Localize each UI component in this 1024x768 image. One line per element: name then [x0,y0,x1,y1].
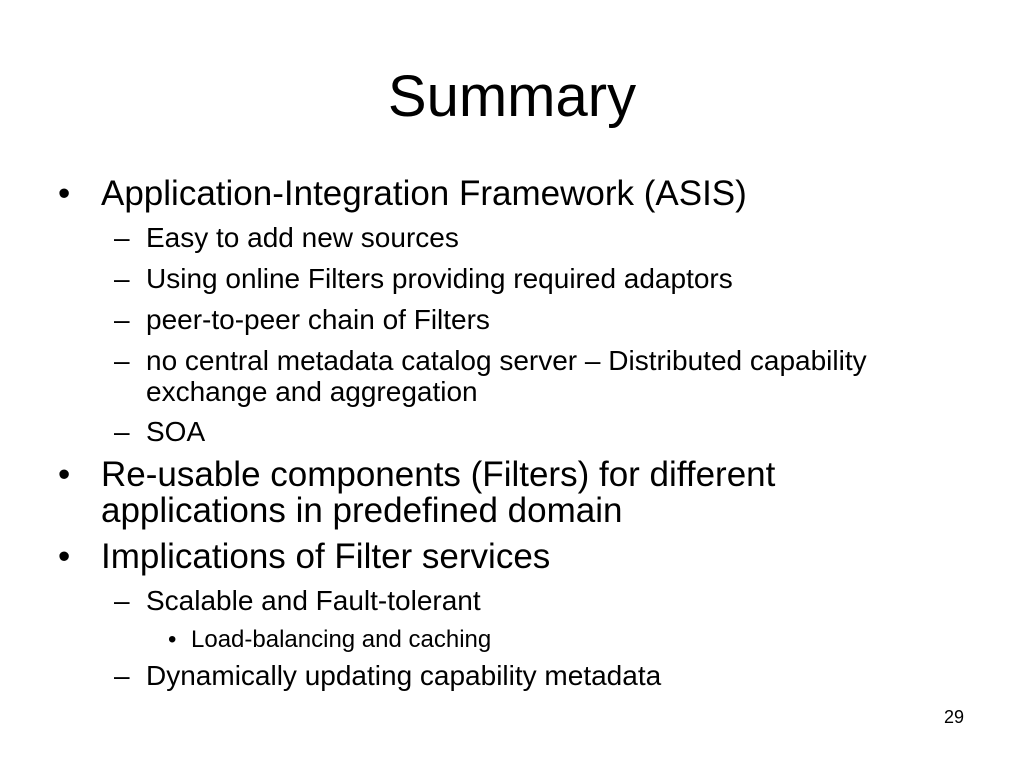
sub-bullet-item: – Easy to add new sources [58,222,958,254]
dash-icon: – [114,222,130,253]
sub-bullet-text: Scalable and Fault-tolerant [146,585,481,616]
sub-bullet-text: peer-to-peer chain of Filters [146,304,490,335]
bullet-text: Application-Integration Framework (ASIS) [101,174,747,213]
bullet-dot-icon: • [58,174,71,213]
bullet-list: • Application-Integration Framework (ASI… [58,176,958,701]
sub-bullet-item: – Scalable and Fault-tolerant [58,585,958,617]
sub-bullet-item: – SOA [58,416,958,448]
slide-title: Summary [387,64,637,129]
dash-icon: – [114,263,130,294]
bullet-dot-icon: • [58,455,71,494]
sub-bullet-item: – Using online Filters providing require… [58,263,958,295]
sub-bullet-item: – Dynamically updating capability metada… [58,660,958,692]
dash-icon: – [114,345,130,376]
bullet-dot-icon: • [168,626,177,653]
sub-bullet-item: – no central metadata catalog server – D… [58,345,926,407]
bullet-item: • Re-usable components (Filters) for dif… [58,457,931,529]
sub-bullet-text: Easy to add new sources [146,222,459,253]
page-number: 29 [943,707,964,727]
bullet-item: • Implications of Filter services [58,539,958,575]
sub-bullet-text: Using online Filters providing required … [146,263,733,294]
bullet-text: Re-usable components (Filters) for diffe… [101,455,776,530]
dash-icon: – [114,585,130,616]
dash-icon: – [114,660,130,691]
dash-icon: – [114,304,130,335]
sub-bullet-text: Dynamically updating capability metadata [146,660,662,691]
bullet-item: • Application-Integration Framework (ASI… [58,176,958,212]
sub-bullet-text: no central metadata catalog server – Dis… [146,345,867,407]
dash-icon: – [114,416,130,447]
sub-bullet-item: – peer-to-peer chain of Filters [58,304,958,336]
sub-sub-bullet-item: • Load-balancing and caching [58,626,958,654]
bullet-text: Implications of Filter services [101,537,551,576]
bullet-dot-icon: • [58,537,71,576]
sub-bullet-text: SOA [146,416,206,447]
sub-sub-bullet-text: Load-balancing and caching [191,626,492,653]
